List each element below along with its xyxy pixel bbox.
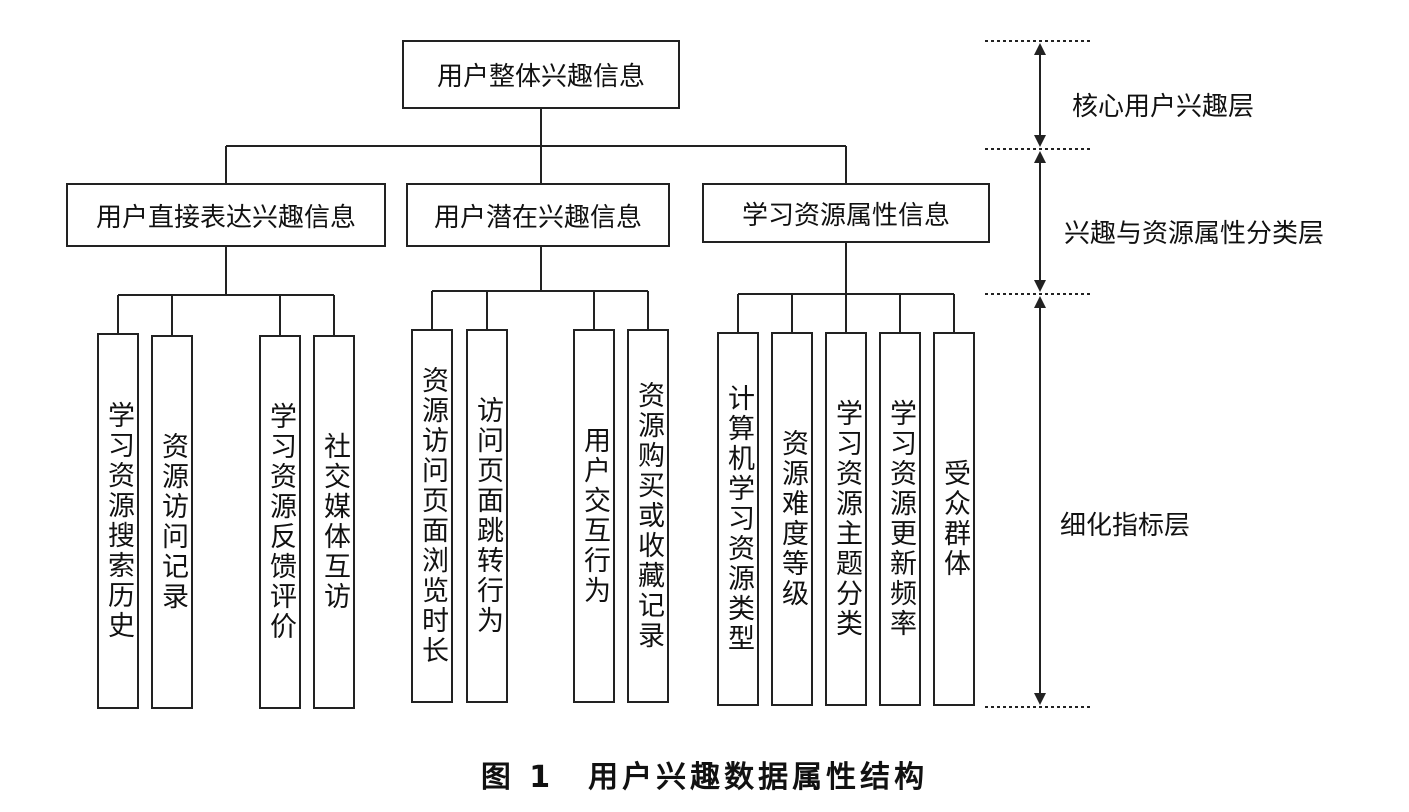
indicator-node: 学习资源搜索历史 [97, 333, 139, 709]
category-label: 用户潜在兴趣信息 [433, 202, 642, 233]
category-node-latent-interest: 用户潜在兴趣信息 [406, 183, 670, 247]
root-node: 用户整体兴趣信息 [402, 40, 680, 109]
indicator-node: 学习资源主题分类 [825, 332, 867, 706]
indicator-node: 资源难度等级 [771, 332, 813, 706]
indicator-label: 资源访问记录 [157, 432, 188, 612]
indicator-label: 受众群体 [939, 459, 970, 579]
indicator-label: 学习资源主题分类 [831, 399, 862, 639]
category-node-resource-attributes: 学习资源属性信息 [702, 183, 990, 243]
indicator-node: 学习资源反馈评价 [259, 335, 301, 709]
category-node-direct-interest: 用户直接表达兴趣信息 [66, 183, 386, 247]
root-node-label: 用户整体兴趣信息 [436, 62, 645, 92]
category-label: 用户直接表达兴趣信息 [95, 202, 356, 233]
indicator-label: 社交媒体互访 [319, 432, 350, 612]
category-label: 学习资源属性信息 [741, 200, 950, 231]
indicator-label: 学习资源反馈评价 [265, 402, 296, 642]
indicator-label: 资源购买或收藏记录 [633, 381, 664, 651]
indicator-node: 受众群体 [933, 332, 975, 706]
indicator-node: 计算机学习资源类型 [717, 332, 759, 706]
indicator-label: 学习资源搜索历史 [103, 401, 134, 641]
indicator-label: 用户交互行为 [579, 426, 610, 606]
layer-label-indicators: 细化指标层 [1060, 511, 1191, 541]
indicator-label: 学习资源更新频率 [885, 399, 916, 639]
indicator-node: 资源购买或收藏记录 [627, 329, 669, 703]
indicator-label: 资源难度等级 [777, 429, 808, 609]
indicator-node: 社交媒体互访 [313, 335, 355, 709]
layer-label-core: 核心用户兴趣层 [1072, 92, 1255, 122]
indicator-label: 访问页面跳转行为 [472, 396, 503, 636]
indicator-node: 资源访问记录 [151, 335, 193, 709]
layer-label-classification: 兴趣与资源属性分类层 [1064, 219, 1325, 249]
indicator-node: 学习资源更新频率 [879, 332, 921, 706]
figure-caption: 图 1 用户兴趣数据属性结构 [480, 760, 929, 795]
indicator-label: 计算机学习资源类型 [723, 384, 754, 654]
indicator-node: 用户交互行为 [573, 329, 615, 703]
indicator-label: 资源访问页面浏览时长 [417, 366, 448, 666]
indicator-node: 访问页面跳转行为 [466, 329, 508, 703]
indicator-node: 资源访问页面浏览时长 [411, 329, 453, 703]
